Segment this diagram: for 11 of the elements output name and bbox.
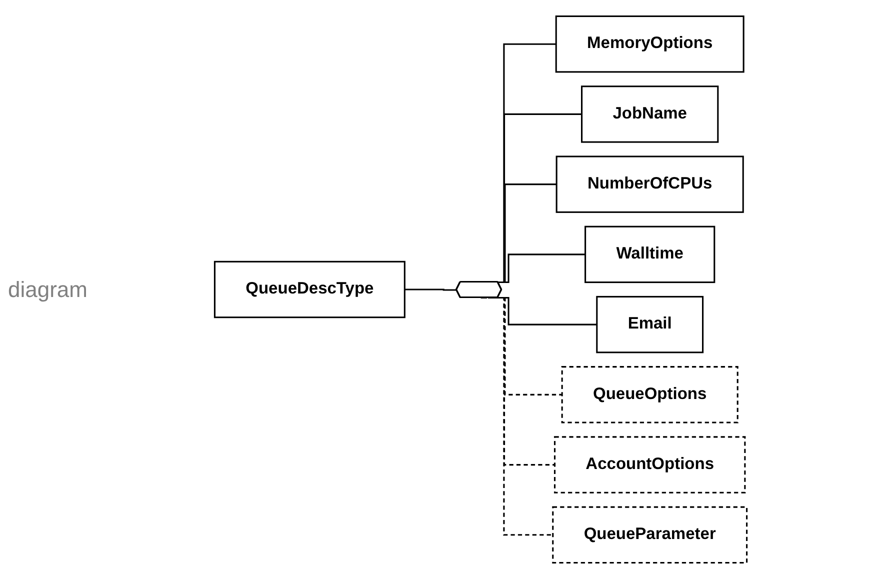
diagram-label: diagram: [8, 276, 88, 302]
node-box: NumberOfCPUs: [556, 156, 744, 213]
node-box: Walltime: [585, 226, 716, 284]
node-box: QueueDescType: [214, 260, 406, 318]
node-box: MemoryOptions: [556, 15, 745, 73]
node-box: AccountOptions: [554, 436, 746, 494]
node-box: QueueParameter: [552, 506, 748, 564]
node-box: JobName: [581, 86, 720, 143]
connector: [405, 288, 458, 291]
node-box: QueueOptions: [562, 366, 739, 424]
node-box: Email: [596, 296, 704, 354]
